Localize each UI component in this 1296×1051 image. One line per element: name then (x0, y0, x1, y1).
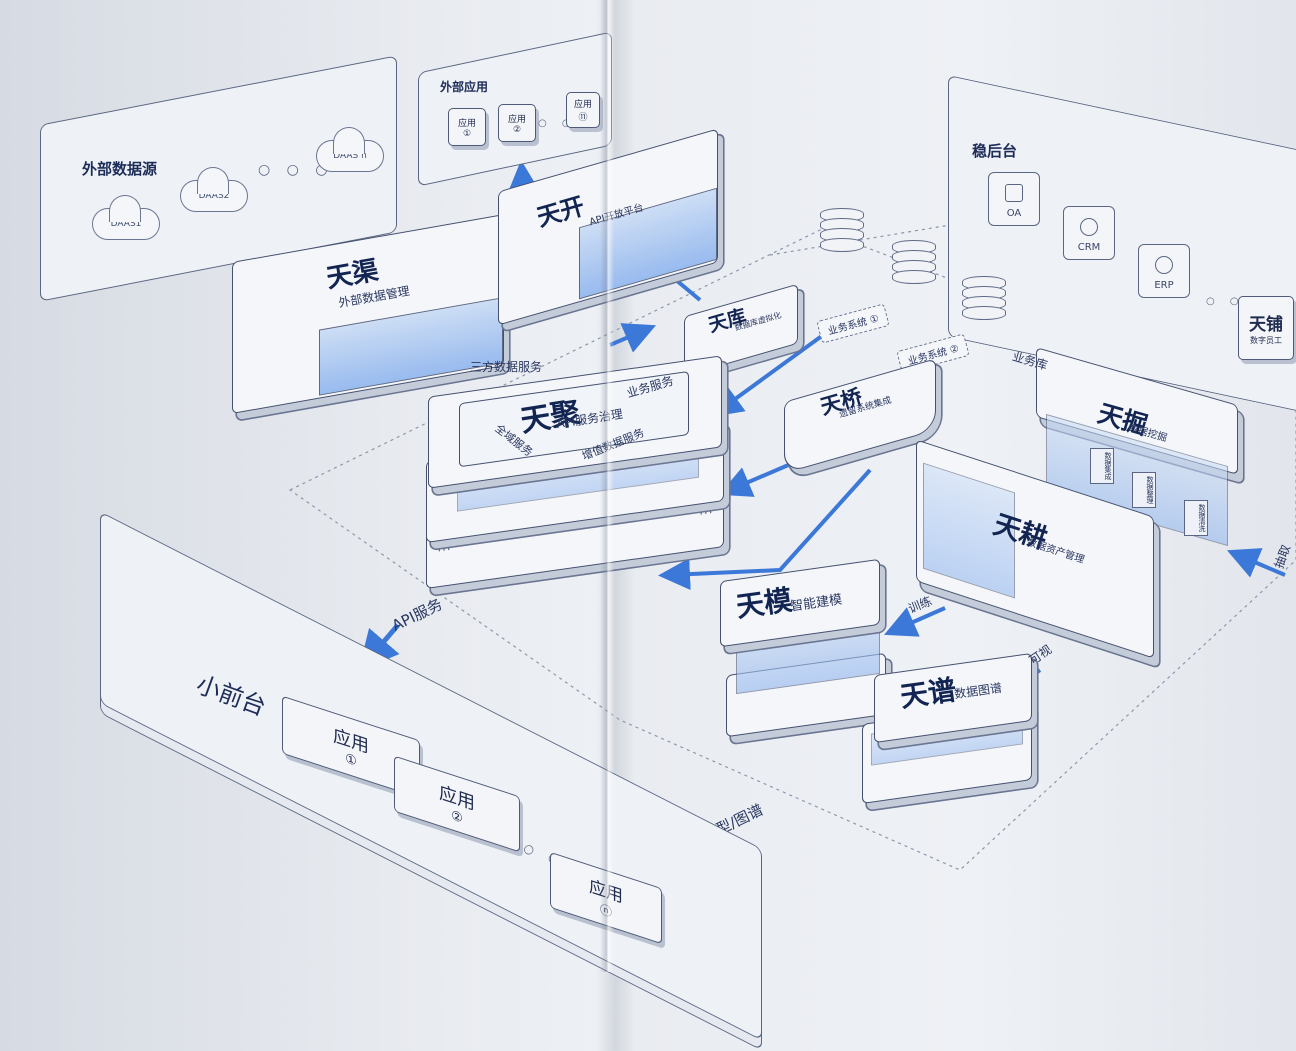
arrow-train (884, 606, 946, 637)
back-office-title: 稳后台 (972, 142, 1018, 160)
tianpu-name: 天谱 (898, 673, 959, 714)
database-icon (962, 276, 1006, 320)
cloud-daas-n[interactable]: DAAS n (316, 127, 384, 172)
database-icon (892, 240, 936, 284)
external-sources-title: 外部数据源 (82, 160, 158, 178)
external-apps-title: 外部应用 (440, 80, 489, 94)
back-office-more: ○ ○ (1206, 296, 1245, 307)
platform-outline (288, 229, 1296, 871)
arrow-extract (1226, 548, 1286, 578)
tianmo-name: 天模 (734, 583, 795, 624)
page-fold (600, 0, 614, 972)
document-icon (1005, 184, 1023, 202)
arrow-to-tianju-bottom (658, 468, 872, 591)
arrow-biz-system-to-tianju (710, 328, 832, 418)
tianjue-mini-organize: 数据整理 (1132, 472, 1156, 508)
label-third-party: 三方数据服务 (470, 360, 543, 374)
cloud-daas2[interactable]: DAAS2 (180, 167, 248, 212)
tianjue-mini-integration: 数据集成 (1090, 448, 1114, 484)
database-icon (820, 208, 864, 252)
tianjue-mini-cleanse: 数据清洗 (1184, 500, 1208, 536)
user-icon (1080, 218, 1098, 236)
system-erp[interactable]: ERP (1138, 244, 1190, 298)
arrow-biz-service (609, 323, 657, 353)
system-oa[interactable]: OA (988, 172, 1040, 226)
sources-more: ○ ○ ○ (258, 162, 334, 178)
system-crm[interactable]: CRM (1063, 206, 1115, 260)
globe-icon (1155, 256, 1173, 274)
tianpu-digital-staff[interactable]: 天铺 数字员工 (1238, 296, 1294, 360)
cloud-daas1[interactable]: DAAS1 (92, 195, 160, 240)
